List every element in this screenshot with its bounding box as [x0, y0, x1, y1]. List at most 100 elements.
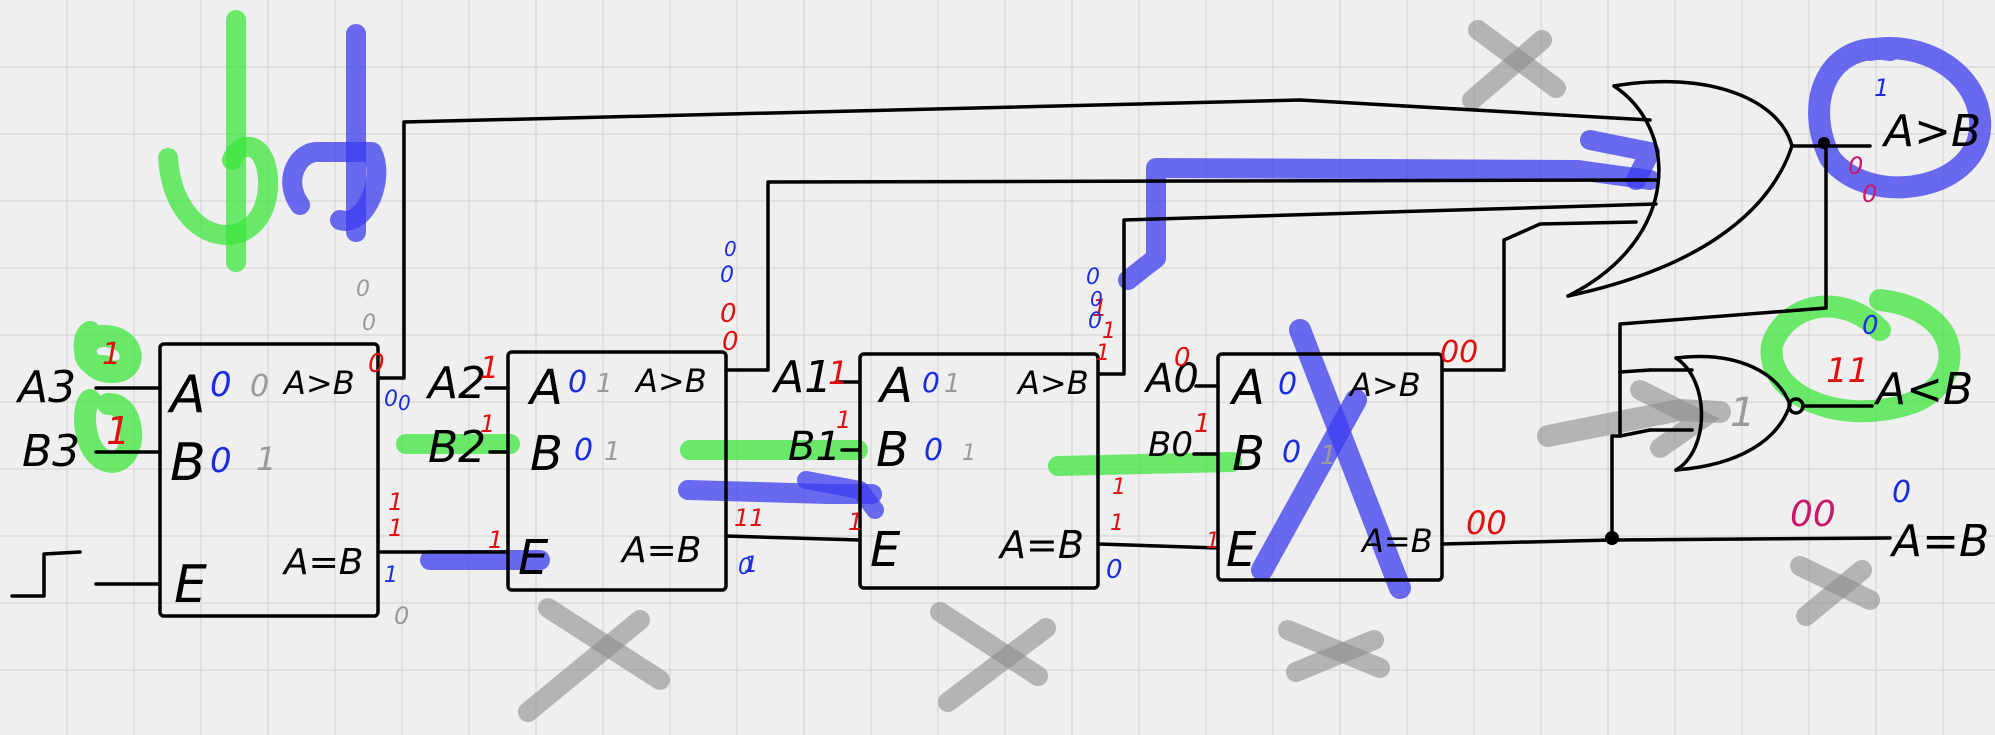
blue-note: 0: [1106, 555, 1123, 585]
input-label-b2: B2: [428, 422, 486, 473]
grey-note: 1: [596, 369, 613, 399]
grey-note: 1: [1320, 441, 1337, 471]
port-gt-block-1: A>B: [1016, 364, 1089, 402]
blue-note: 0: [1090, 287, 1103, 311]
port-a-block-0: A: [1229, 360, 1265, 416]
output-label-lt: A<B: [1873, 364, 1973, 415]
blue-note: 1: [1874, 74, 1889, 102]
blue-annotations: 0 0 0 0 0 0 0 0 1 0 0 0 0 0 0 0 0 1 0 0 …: [210, 74, 1911, 588]
red-note: 1: [388, 488, 403, 516]
blue-note: 0: [720, 263, 734, 288]
port-b-block-3: B: [170, 433, 206, 493]
blue-note: 0: [1088, 309, 1102, 334]
port-eq-block-1: A=B: [997, 523, 1084, 567]
red-note: 0: [368, 349, 385, 379]
port-eq-block-0: A=B: [1360, 522, 1433, 560]
magenta-note: 0: [1848, 152, 1863, 180]
red-note: 1: [1102, 319, 1116, 344]
port-e-block-2: E: [518, 530, 549, 586]
red-note: 11: [1826, 351, 1869, 391]
grey-note: 0: [356, 277, 370, 302]
port-gt-block-0: A>B: [1348, 366, 1421, 404]
port-e-block-3: E: [174, 555, 207, 615]
blue-note: 0: [210, 441, 232, 481]
input-labels: A3 B3 A2 B2 A1 B1 A0 B0: [15, 352, 1199, 477]
red-note: 1: [488, 526, 503, 554]
red-note: 1: [388, 514, 403, 542]
port-eq-block-2: A=B: [620, 530, 702, 571]
comparator-block-1: [858, 352, 1100, 590]
red-note: 00: [1466, 504, 1507, 542]
grey-note: 1: [256, 440, 276, 478]
wiring: [10, 79, 1892, 598]
blue-note: 0: [724, 237, 737, 261]
blue-note: 0: [924, 433, 943, 468]
blue-note: 1: [384, 563, 398, 588]
port-eq-block-3: A=B: [282, 542, 364, 583]
port-a-block-2: A: [527, 360, 563, 416]
grey-note: 1: [1730, 390, 1755, 436]
red-note: 1: [836, 406, 851, 434]
red-note: 0: [1174, 343, 1191, 373]
grey-note: 0: [394, 602, 409, 630]
input-label-b1: B1: [788, 424, 841, 470]
grey-annotations: 0 1 1 1 1 1 1 1 0 0 0: [250, 277, 1755, 630]
red-note: 0: [722, 327, 739, 357]
red-note: 0: [720, 299, 737, 329]
comparator-block-2: [506, 350, 728, 592]
grey-marker-strokes: [518, 20, 1880, 722]
input-label-a2: A2: [425, 358, 486, 409]
red-note: 00: [1440, 335, 1478, 370]
port-gt-block-3: A>B: [282, 364, 355, 402]
port-b-block-2: B: [530, 426, 563, 482]
grey-note: 0: [362, 311, 376, 336]
output-label-eq: A=B: [1889, 516, 1989, 567]
input-label-a3: A3: [15, 362, 76, 413]
red-note: 1: [828, 354, 848, 392]
input-label-a1: A1: [771, 352, 832, 403]
port-a-block-1: A: [877, 358, 913, 414]
grey-note: 1: [604, 437, 621, 467]
blue-note: 1: [744, 553, 758, 578]
magenta-note: 00: [1790, 494, 1836, 535]
blue-note: 0: [1892, 475, 1911, 510]
red-note: 1: [480, 351, 499, 386]
red-note: 1: [102, 337, 121, 372]
port-e-block-1: E: [870, 522, 901, 578]
red-note: 1: [1194, 409, 1211, 439]
grey-note: 1: [962, 441, 976, 466]
red-note: 1: [1110, 511, 1124, 536]
blue-note: 0: [398, 391, 411, 415]
block-port-labels: A B E A>B A=B A B E A>B A=B A B E A>B A=…: [167, 358, 1433, 615]
port-gt-block-2: A>B: [634, 362, 707, 400]
grey-note: 1: [944, 369, 961, 399]
blue-note: 0: [738, 555, 752, 580]
port-a-block-3: A: [167, 365, 206, 425]
port-e-block-0: E: [1226, 522, 1257, 578]
port-b-block-0: B: [1232, 426, 1265, 482]
port-b-block-1: B: [876, 422, 909, 478]
blue-note: 0: [568, 365, 587, 400]
blue-note: 0: [210, 365, 232, 405]
output-label-gt: A>B: [1881, 106, 1981, 157]
red-note: 1: [1206, 529, 1220, 554]
magenta-note: 0: [1862, 180, 1877, 208]
red-note: 1: [106, 409, 130, 453]
blue-note: 0: [1278, 367, 1297, 402]
blue-note: 0: [1086, 265, 1100, 290]
blue-note: 0: [1862, 311, 1879, 341]
input-label-b3: B3: [22, 426, 80, 477]
red-note: 1: [1112, 475, 1126, 500]
output-labels: A>B A<B A=B: [1873, 106, 1989, 567]
comparator-block-0: [1216, 352, 1444, 582]
blue-note: 0: [574, 433, 593, 468]
blue-note: 0: [384, 387, 398, 412]
red-annotations: 1 1 1 1 1 1 0 1 1 1 1 11 1 1 1 0 1 1 1 1…: [102, 152, 1877, 554]
red-note: 1: [848, 508, 863, 536]
red-note: 1: [1096, 341, 1110, 366]
input-label-b0: B0: [1148, 425, 1193, 465]
blue-note: 0: [922, 366, 940, 399]
grey-note: 0: [250, 369, 269, 404]
red-note: 1: [480, 410, 495, 438]
